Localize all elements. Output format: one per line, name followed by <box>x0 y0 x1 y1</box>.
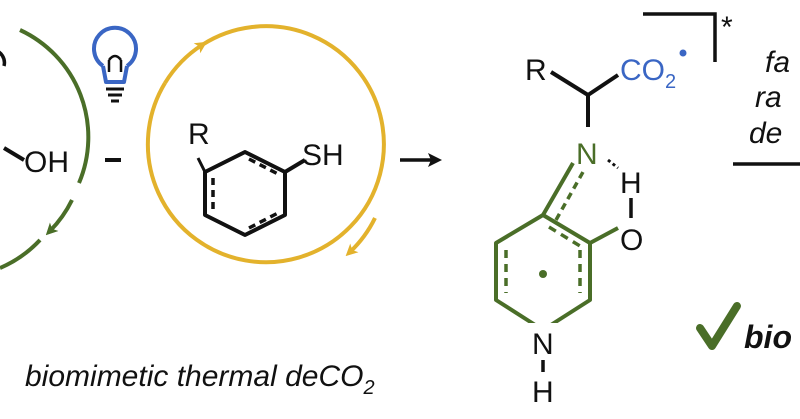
ring-h-label: H <box>532 376 554 409</box>
hbond-n-h <box>607 158 619 170</box>
bond-ring-o <box>589 226 619 245</box>
benzene-ring <box>203 150 287 237</box>
green-cycle-arc-upper <box>19 28 91 184</box>
right-text-line-1: fa <box>765 46 790 79</box>
co2-label: CO2 <box>620 54 676 93</box>
hydroxyl-h-label: H <box>620 167 642 200</box>
green-cycle-arrow <box>45 199 74 236</box>
bracket <box>643 12 717 62</box>
right-text-line-2: ra <box>755 81 782 114</box>
gold-cycle-arrow-top <box>163 41 208 85</box>
radical-intermediate: R CO2 * N H O N H <box>494 11 733 409</box>
bond-imine-cn <box>541 162 575 216</box>
bond-to-oh <box>2 146 26 162</box>
radical-dot-co2 <box>679 49 687 57</box>
imine-n-label: N <box>576 138 598 171</box>
hydroxyl-o-label: O <box>620 224 643 257</box>
sh-label: SH <box>302 139 344 172</box>
gold-cycle-arrow-right <box>345 217 377 257</box>
right-text-line-3: de <box>749 117 782 150</box>
lightbulb-icon <box>92 25 138 103</box>
right-text-fragment: fa ra de bio <box>696 46 800 355</box>
bond-to-r <box>196 157 207 173</box>
r-group-label: R <box>525 54 547 87</box>
left-molecule-fragment: OH <box>0 50 69 179</box>
bond-to-sh <box>283 158 307 174</box>
pyridine-dashes-top <box>548 225 581 248</box>
green-cycle-arc-lower <box>0 238 42 270</box>
ring-n-label: N <box>532 328 554 361</box>
oh-label: OH <box>24 146 69 179</box>
aromatic-dashes-top <box>248 157 279 176</box>
bond-r-calpha <box>549 70 590 97</box>
cropped-atom-glyph <box>0 50 7 67</box>
r-substituent-label: R <box>188 118 210 151</box>
green-cycle <box>0 28 91 270</box>
bond-imine-dashes <box>554 171 585 221</box>
radical-dot-ring <box>539 270 547 278</box>
gold-cycle <box>145 24 386 265</box>
check-label: bio <box>744 319 792 355</box>
nh-label-mask <box>528 323 558 355</box>
aromatic-dashes-bottom <box>248 211 279 230</box>
bond-calpha-co2 <box>586 73 620 97</box>
excited-state-asterisk: * <box>721 11 733 44</box>
checkmark-icon <box>696 302 741 350</box>
thiophenol-molecule: SH R <box>188 118 344 237</box>
caption-biomimetic-thermal-deco2: biomimetic thermal deCO2 <box>25 360 375 399</box>
gold-cycle-ring <box>145 24 386 265</box>
